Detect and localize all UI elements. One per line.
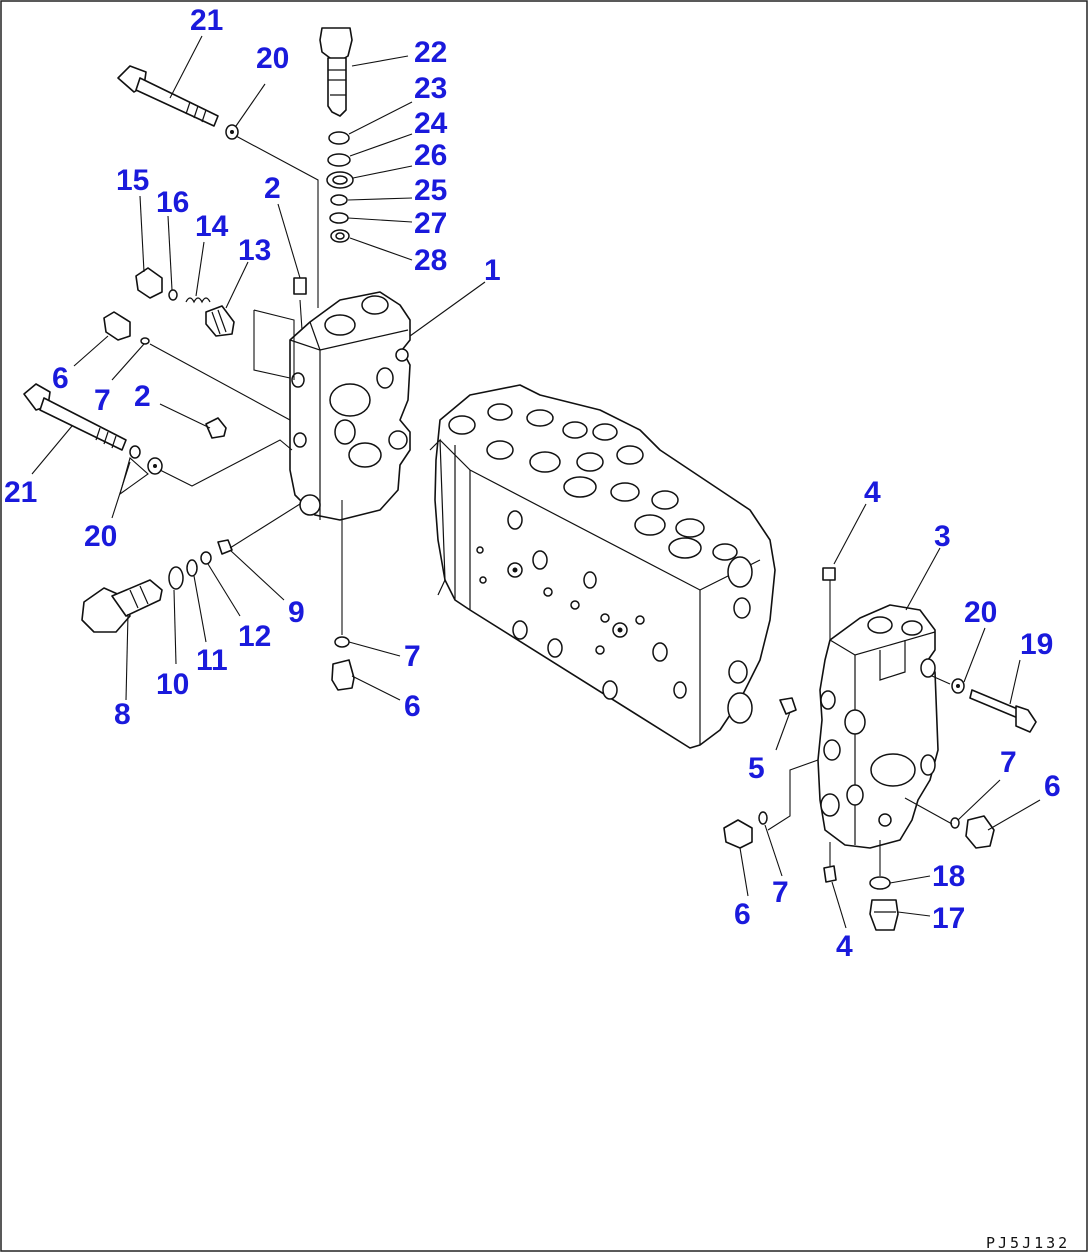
callout-7: 7 [772,876,789,909]
callout-14: 14 [195,210,229,243]
callout-22: 22 [414,36,447,69]
callout-15: 15 [116,164,149,197]
callout-9: 9 [288,596,305,629]
callout-10: 10 [156,668,189,701]
callout-4: 4 [864,476,881,509]
callout-6: 6 [52,362,69,395]
callout-7: 7 [94,384,111,417]
right-valve-section [817,604,939,849]
callout-20: 20 [964,596,997,629]
callout-12: 12 [238,620,271,653]
main-valve-body [429,384,776,749]
small-parts [23,27,1037,931]
drawing-code: PJ5J132 [986,1234,1070,1252]
callout-6: 6 [404,690,421,723]
callout-20: 20 [256,42,289,75]
callout-5: 5 [748,752,765,785]
callout-26: 26 [414,139,447,172]
callout-11: 11 [196,644,228,677]
callout-8: 8 [114,698,131,731]
callout-17: 17 [932,902,965,935]
callout-16: 16 [156,186,189,219]
callout-21: 21 [4,476,37,509]
callout-2: 2 [134,380,151,413]
callout-3: 3 [934,520,951,553]
callout-6: 6 [734,898,751,931]
callout-4: 4 [836,930,853,963]
callout-labels: 21 20 22 23 24 26 25 27 28 15 16 14 13 2… [4,4,1061,963]
callout-23: 23 [414,72,447,105]
callout-13: 13 [238,234,271,267]
callout-7: 7 [404,640,421,673]
callout-1: 1 [484,254,501,287]
callout-19: 19 [1020,628,1053,661]
left-valve-section [289,291,411,521]
callout-27: 27 [414,207,447,240]
callout-6: 6 [1044,770,1061,803]
callout-20: 20 [84,520,117,553]
callout-24: 24 [414,107,448,140]
callout-21: 21 [190,4,223,37]
callout-7: 7 [1000,746,1017,779]
callout-18: 18 [932,860,965,893]
callout-25: 25 [414,174,447,207]
callout-2: 2 [264,172,281,205]
leader-lines [31,35,1041,929]
callout-28: 28 [414,244,447,277]
